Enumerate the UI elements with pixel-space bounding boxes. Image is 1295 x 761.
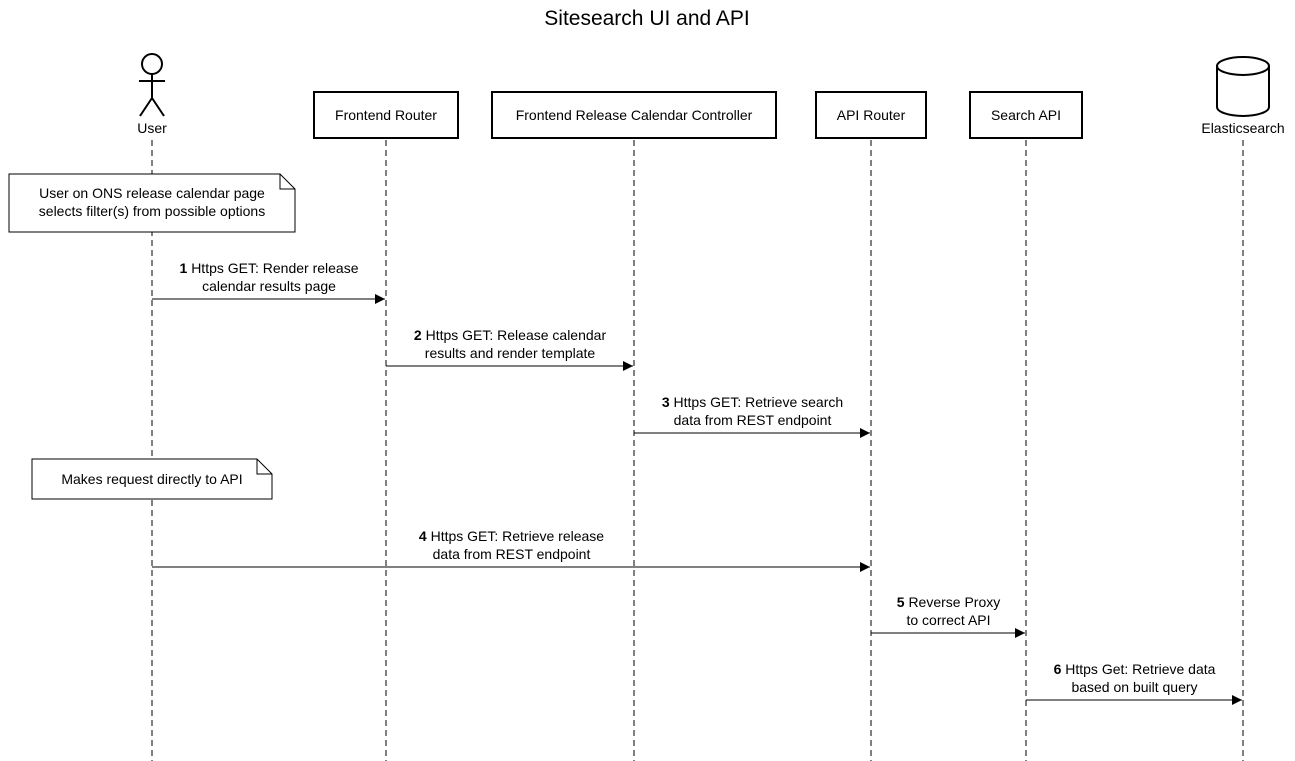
message-label: 4 Https GET: Retrieve release <box>419 528 604 544</box>
note-text: selects filter(s) from possible options <box>39 203 265 219</box>
participant-elasticsearch: Elasticsearch <box>1201 56 1285 136</box>
message-text: Https GET: Render release <box>191 260 359 276</box>
message-3: 3 Https GET: Retrieve search data from RE… <box>634 394 870 438</box>
message-text: Https GET: Release calendar <box>426 327 607 343</box>
lifelines <box>151 140 1244 761</box>
message-4: 4 Https GET: Retrieve release data from R… <box>152 528 870 572</box>
message-6: 6 Https Get: Retrieve data based on built… <box>1026 661 1242 705</box>
message-text: Reverse Proxy <box>908 594 1000 610</box>
message-5: 5 Reverse Proxy to correct API <box>871 594 1025 638</box>
message-text: to correct API <box>906 612 990 628</box>
stick-figure-icon <box>139 53 165 117</box>
messages: 1 Https GET: Render release calendar resu… <box>152 260 1242 705</box>
participant-label: Search API <box>991 107 1061 123</box>
participant-box <box>491 91 777 139</box>
note: User on ONS release calendar page selects… <box>8 173 296 233</box>
participant-label: Elasticsearch <box>1201 120 1284 136</box>
participant-label: Frontend Release Calendar Controller <box>516 107 753 123</box>
participant-label: API Router <box>837 107 906 123</box>
message-number: 4 <box>419 528 427 544</box>
participant-box <box>313 91 459 139</box>
message-label: 3 Https GET: Retrieve search <box>662 394 843 410</box>
message-label: 5 Reverse Proxy <box>897 594 1001 610</box>
message-number: 1 <box>180 260 188 276</box>
participant-box <box>815 91 927 139</box>
message-label: 2 Https GET: Release calendar <box>414 327 607 343</box>
message-text: data from REST endpoint <box>433 546 591 562</box>
message-text: Https GET: Retrieve release <box>431 528 605 544</box>
message-text: Https GET: Retrieve search <box>674 394 844 410</box>
note-text: Makes request directly to API <box>61 471 242 487</box>
message-1: 1 Https GET: Render release calendar resu… <box>152 260 385 304</box>
participants: User Frontend Router Frontend Release Cale… <box>137 53 1285 139</box>
message-text: Https Get: Retrieve data <box>1065 661 1215 677</box>
diagram-title: Sitesearch UI and API <box>544 7 749 30</box>
message-text: results and render template <box>425 345 596 361</box>
participant-label: Frontend Router <box>335 107 437 123</box>
message-text: based on built query <box>1071 679 1197 695</box>
message-label: 1 Https GET: Render release <box>180 260 359 276</box>
message-2: 2 Https GET: Release calendar results and… <box>386 327 633 371</box>
participant-frontend-router: Frontend Router <box>313 91 459 139</box>
participant-box <box>969 91 1083 139</box>
message-text: calendar results page <box>202 278 336 294</box>
note-box <box>31 458 273 500</box>
note-fold <box>279 174 295 190</box>
note-text: User on ONS release calendar page <box>39 185 265 201</box>
note: Makes request directly to API <box>31 458 273 500</box>
participant-search-api: Search API <box>969 91 1083 139</box>
message-number: 5 <box>897 594 905 610</box>
participant-frontend-release-calendar-controller: Frontend Release Calendar Controller <box>491 91 777 139</box>
message-text: data from REST endpoint <box>674 412 832 428</box>
database-cylinder-icon <box>1216 56 1270 117</box>
participant-user: User <box>137 53 167 136</box>
participant-api-router: API Router <box>815 91 927 139</box>
message-number: 6 <box>1054 661 1062 677</box>
note-fold <box>256 459 272 475</box>
note-box <box>8 173 296 233</box>
message-label: 6 Https Get: Retrieve data <box>1054 661 1216 677</box>
notes: User on ONS release calendar page selects… <box>8 173 296 500</box>
message-number: 2 <box>414 327 422 343</box>
participant-label: User <box>137 120 167 136</box>
message-number: 3 <box>662 394 670 410</box>
